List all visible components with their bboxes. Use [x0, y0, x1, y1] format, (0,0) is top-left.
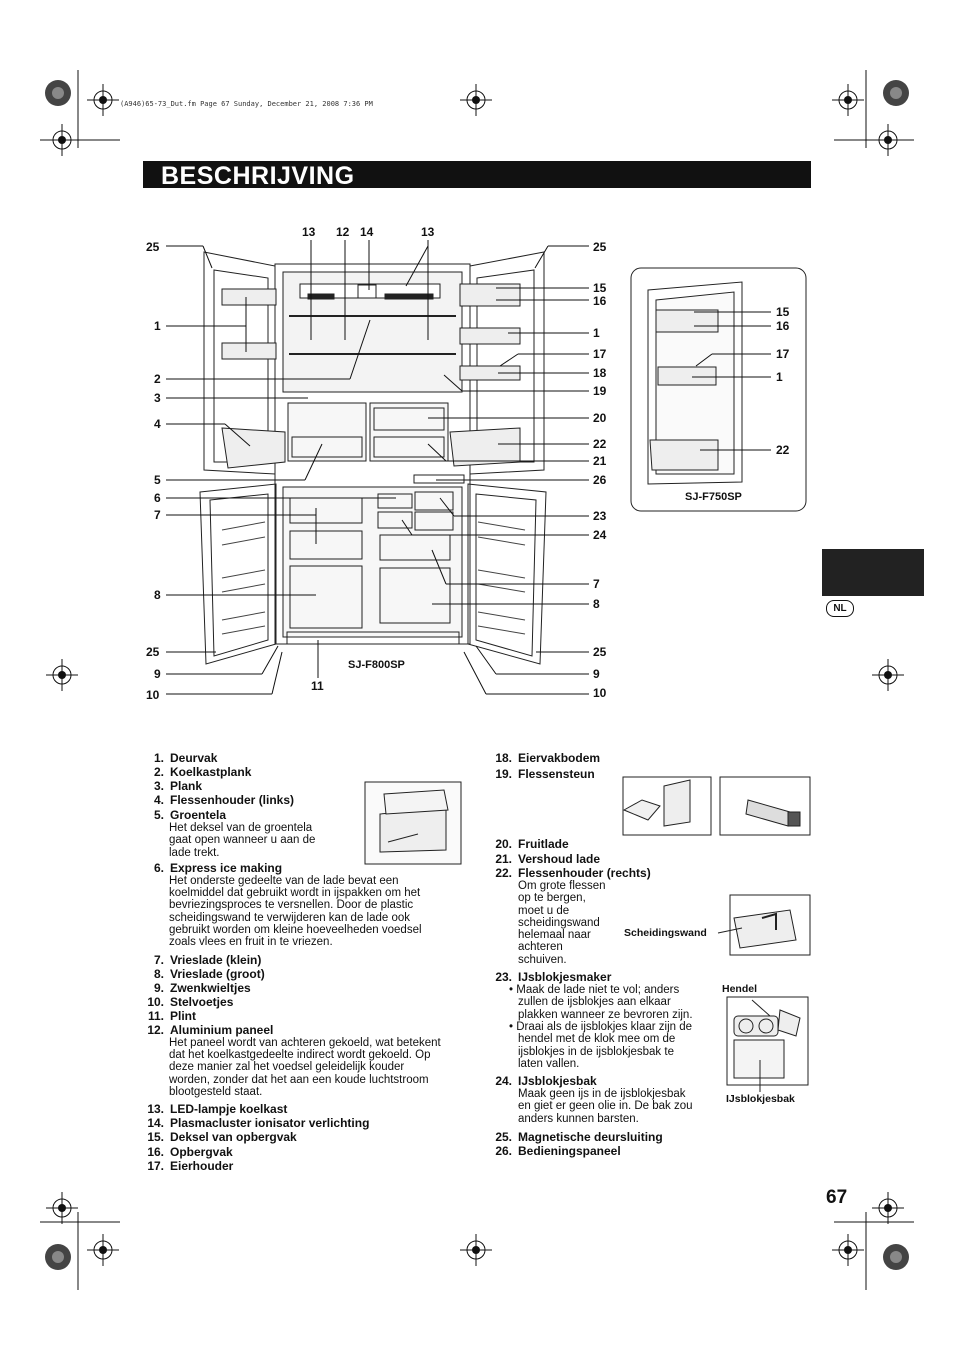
- callout: 25: [593, 240, 607, 254]
- callout: 6: [154, 491, 161, 505]
- part-item: 3.Plank: [153, 779, 203, 793]
- part-item: 11.Plint: [147, 1008, 196, 1023]
- part-item: 15.Deksel van opbergvak: [147, 1130, 297, 1145]
- callout: 16: [593, 294, 607, 308]
- part-item: 22.Flessenhouder (rechts): [495, 866, 651, 880]
- alt-model-door: [630, 267, 807, 512]
- callout: 10: [146, 688, 160, 702]
- callout: 23: [593, 509, 607, 523]
- part-item: 26.Bedieningspaneel: [495, 1144, 621, 1159]
- callout: 7: [154, 508, 161, 522]
- part-item: 9.Zwenkwieltjes: [153, 980, 251, 995]
- file-info-header: (A946)65-73_Dut.fm Page 67 Sunday, Decem…: [120, 100, 373, 108]
- callout: 18: [593, 366, 607, 380]
- part-item: 21.Vershoud lade: [495, 852, 601, 866]
- ice-tray-label: IJsblokjesbak: [726, 1093, 795, 1105]
- part-item: 10.Stelvoetjes: [147, 994, 234, 1009]
- callout: 13: [302, 225, 316, 239]
- callout: 2: [154, 372, 161, 386]
- part-description: Het paneel wordt van achteren gekoeld, w…: [169, 1036, 441, 1098]
- callout: 3: [154, 391, 161, 405]
- page-title: BESCHRIJVING: [161, 162, 355, 190]
- callout: 19: [593, 384, 607, 398]
- page-number: 67: [826, 1187, 848, 1208]
- callout: 11: [311, 679, 324, 693]
- callout: 9: [593, 667, 600, 681]
- part-bullets: • Maak de lade niet te vol; anders zulle…: [509, 984, 693, 1070]
- illustrations: [364, 776, 811, 1092]
- callout: 25: [146, 645, 160, 659]
- part-item: 12.Aluminium paneel: [147, 1022, 274, 1037]
- callout: 25: [146, 240, 160, 254]
- callout: 25: [593, 645, 607, 659]
- part-item: 23.IJsblokjesmaker: [495, 970, 612, 985]
- callout: 22: [776, 443, 790, 457]
- language-badge: NL: [826, 600, 854, 617]
- part-item: 18.Eiervakbodem: [495, 751, 601, 765]
- callout: 1: [593, 326, 600, 340]
- parts-list-right: 18.Eiervakbodem 19.Flessensteun 20.Fruit…: [487, 751, 712, 1158]
- divider-label: Scheidingswand: [624, 927, 707, 939]
- fridge-diagram: [199, 251, 547, 665]
- callout: 7: [593, 577, 600, 591]
- language-tab: [822, 549, 924, 596]
- callout: 24: [593, 528, 607, 542]
- callout: 10: [593, 686, 607, 700]
- callout: 14: [360, 225, 374, 239]
- part-item: 19.Flessensteun: [495, 767, 595, 781]
- part-description: Het onderste gedeelte van de lade bevat …: [169, 874, 422, 949]
- part-item: 6.Express ice making: [153, 860, 283, 875]
- callout: 16: [776, 319, 790, 333]
- part-item: 14.Plasmacluster ionisator verlichting: [147, 1116, 370, 1131]
- callout: 26: [593, 473, 607, 487]
- callout: 17: [776, 347, 790, 361]
- part-item: 4.Flessenhouder (links): [153, 793, 295, 807]
- callout: 8: [154, 588, 161, 602]
- parts-list-left: 1.Deurvak 2.Koelkastplank 3.Plank 4.Fles…: [139, 751, 469, 1173]
- callout: 13: [421, 225, 435, 239]
- part-item: 20.Fruitlade: [495, 837, 569, 851]
- part-item: 2.Koelkastplank: [153, 765, 252, 779]
- callout: 5: [154, 473, 161, 487]
- callout: 21: [593, 454, 607, 468]
- crosshair-marks: [46, 84, 904, 1266]
- section-title-bar: BESCHRIJVING: [143, 161, 811, 190]
- callout: 1: [154, 319, 161, 333]
- color-target-marks: [45, 80, 909, 1270]
- part-item: 5.Groentela: [153, 808, 227, 822]
- callout: 15: [593, 281, 607, 295]
- part-item: 1.Deurvak: [153, 751, 218, 765]
- part-item: 17.Eierhouder: [147, 1159, 234, 1174]
- model-label-alt: SJ-F750SP: [685, 491, 742, 503]
- lever-label: Hendel: [722, 983, 758, 995]
- part-item: 24.IJsblokjesbak: [495, 1074, 597, 1089]
- callout: 20: [593, 411, 607, 425]
- model-label-main: SJ-F800SP: [348, 659, 405, 671]
- part-item: 8.Vrieslade (groot): [153, 966, 265, 981]
- part-item: 13.LED-lampje koelkast: [147, 1102, 288, 1117]
- callout: 17: [593, 347, 607, 361]
- callout: 8: [593, 597, 600, 611]
- callout: 22: [593, 437, 607, 451]
- part-item: 7.Vrieslade (klein): [153, 952, 262, 967]
- callout: 15: [776, 305, 790, 319]
- leader-lines: [166, 240, 589, 695]
- part-item: 25.Magnetische deursluiting: [495, 1130, 663, 1145]
- callout: 9: [154, 667, 161, 681]
- callout: 1: [776, 370, 783, 384]
- part-item: 16.Opbergvak: [147, 1145, 233, 1160]
- callout: 12: [336, 225, 350, 239]
- callout: 4: [154, 417, 161, 431]
